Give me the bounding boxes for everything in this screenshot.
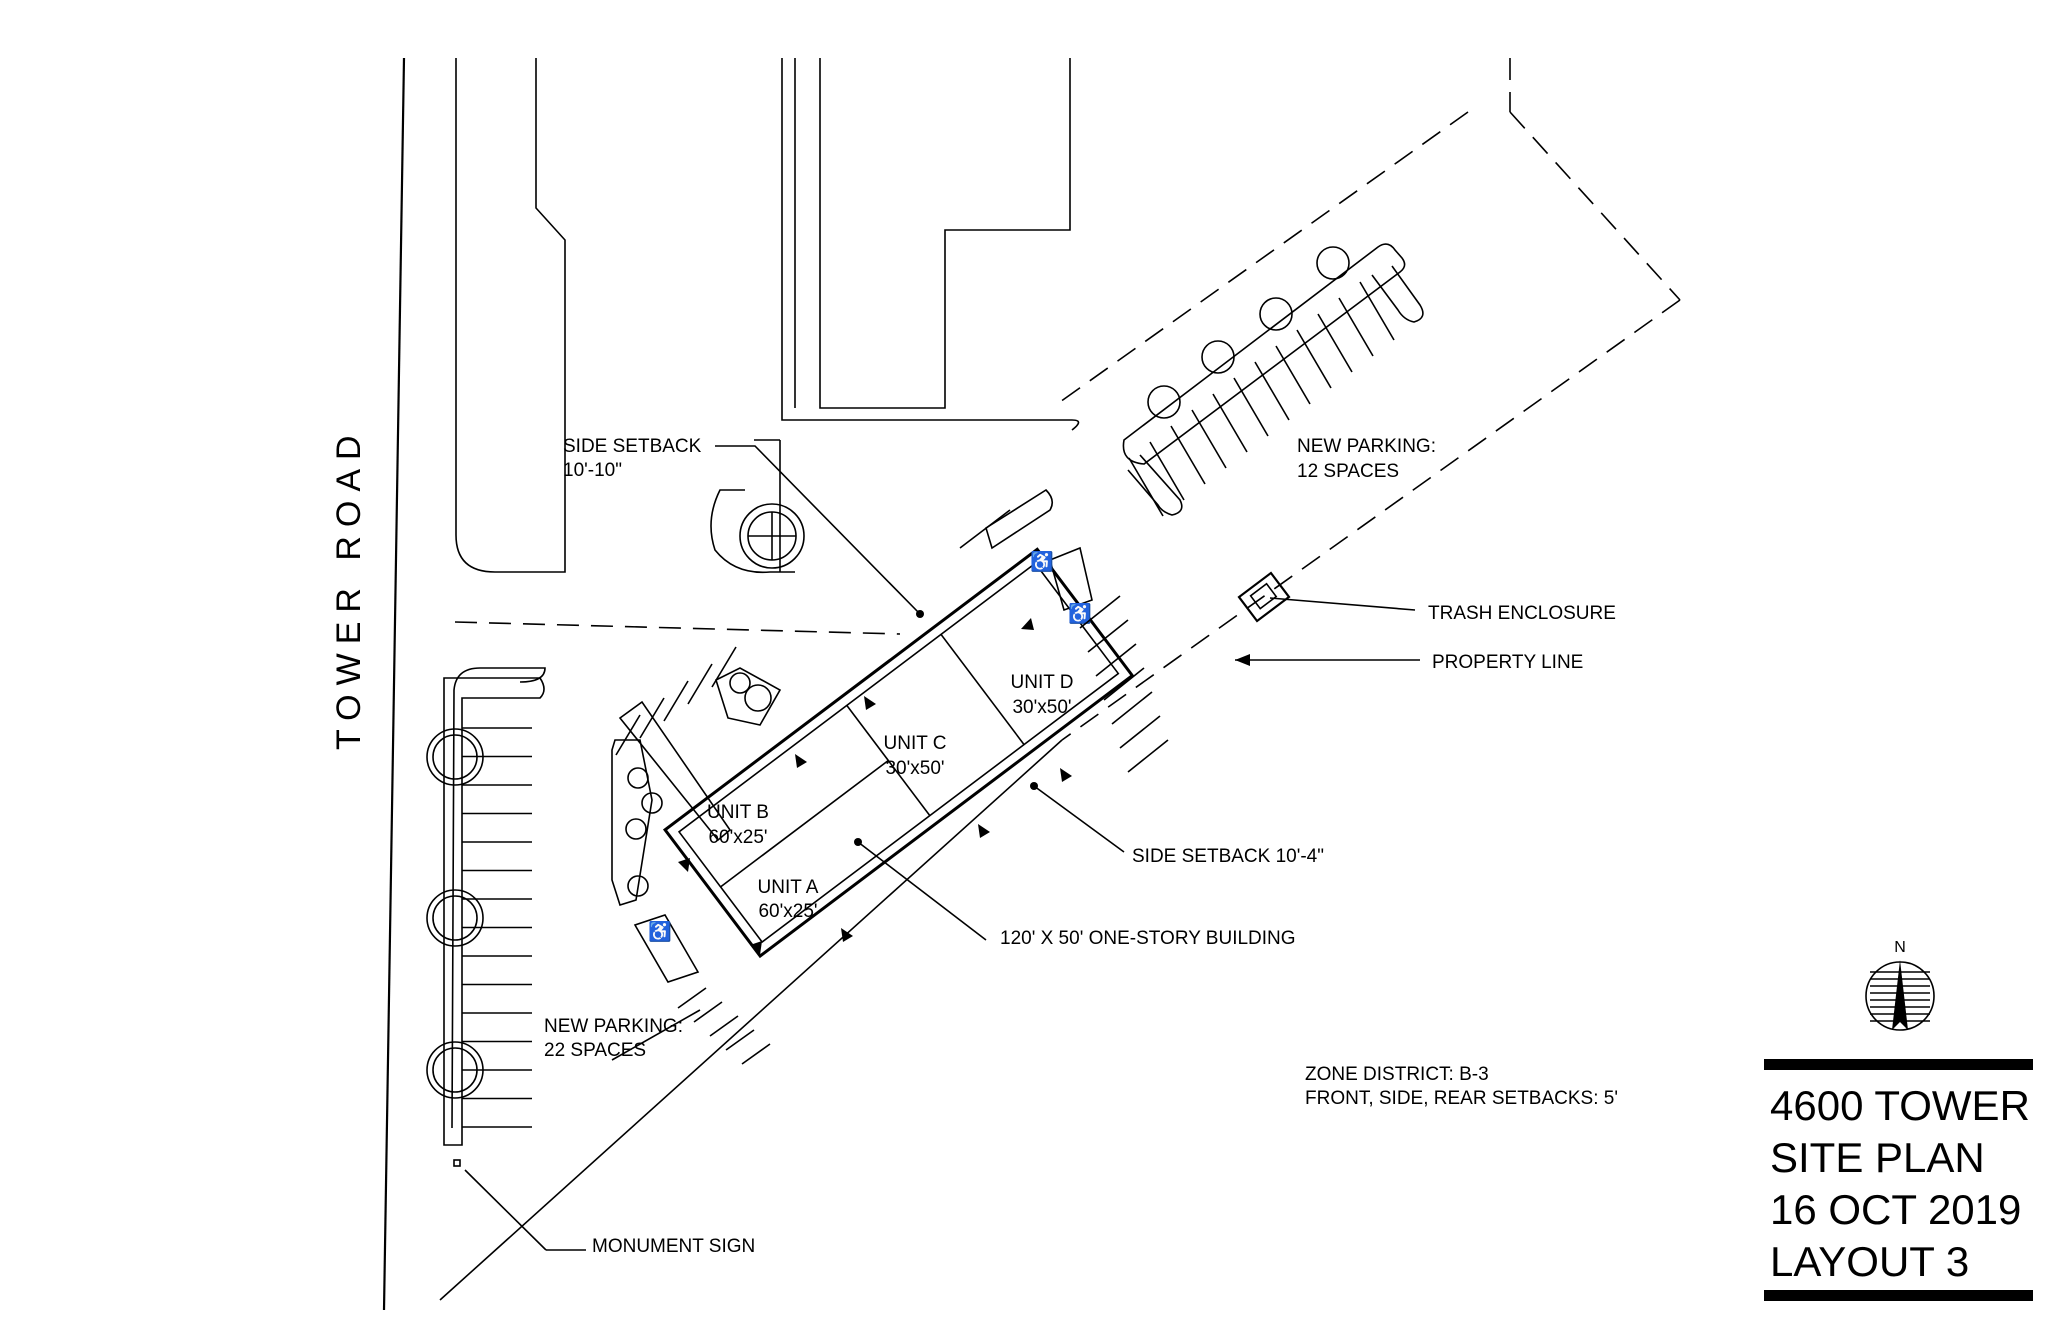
- west-parking-island: [426, 677, 545, 1167]
- parking-stall-line: [1087, 619, 1129, 653]
- property-line-label: PROPERTY LINE: [1432, 652, 1583, 673]
- parking-stall-line: [725, 1029, 755, 1051]
- tree-icon: [729, 672, 751, 694]
- parking-stall-line: [1095, 643, 1137, 677]
- parking-stall-line: [663, 680, 689, 722]
- title-block: 4600 TOWER SITE PLAN 16 OCT 2019 LAYOUT …: [1764, 1059, 2033, 1301]
- parking-stalls-northeast: [1128, 281, 1395, 517]
- parking-stall-line: [1128, 457, 1164, 517]
- parking-stall-line: [1359, 281, 1395, 341]
- tree-icon: [1147, 385, 1181, 419]
- side-setback-right-label: SIDE SETBACK 10'-4": [1132, 846, 1324, 867]
- title-line-1: 4600 TOWER: [1770, 1082, 2030, 1129]
- walkway: [618, 488, 1054, 842]
- parking-stall-line: [639, 697, 665, 739]
- accessible-parking-icon: ♿: [648, 920, 672, 943]
- north-arrow-icon: N: [1865, 939, 1935, 1031]
- trash-enclosure-label: TRASH ENCLOSURE: [1428, 603, 1616, 624]
- unit-d-size: 30'x50': [1012, 697, 1071, 718]
- tree-icon: [1316, 246, 1350, 280]
- tree-icon: [641, 792, 663, 814]
- leader-lines: [464, 445, 1420, 1251]
- parking-stall-line: [709, 1015, 739, 1037]
- parking-stall-line: [1079, 595, 1121, 629]
- accessible-parking-icon: ♿: [1068, 602, 1092, 625]
- parking-stall-line: [1275, 345, 1311, 405]
- tree-icon: [739, 503, 805, 569]
- zone-district-label: ZONE DISTRICT: B-3: [1305, 1064, 1489, 1085]
- parking-stall-line: [1212, 393, 1248, 453]
- setbacks-label: FRONT, SIDE, REAR SETBACKS: 5': [1305, 1088, 1618, 1109]
- parking-stall-line: [1317, 313, 1353, 373]
- tree-icon: [627, 875, 649, 897]
- tree-icon: [625, 818, 647, 840]
- tree-icon: [1259, 297, 1293, 331]
- new-parking-bottom-label: NEW PARKING:: [544, 1016, 683, 1037]
- new-parking-top-count: 12 SPACES: [1297, 461, 1399, 482]
- building-label: 120' X 50' ONE-STORY BUILDING: [1000, 928, 1296, 949]
- parking-stall-line: [1111, 691, 1153, 725]
- accessible-parking-icon: ♿: [1030, 550, 1054, 573]
- monument-sign-marker: [453, 1159, 461, 1167]
- side-setback-left-value: 10'-10": [563, 460, 622, 481]
- north-label: N: [1894, 939, 1906, 956]
- parking-stall-line: [1338, 297, 1374, 357]
- parking-stall-line: [1233, 377, 1269, 437]
- unit-b-name: UNIT B: [707, 802, 769, 823]
- title-line-3: 16 OCT 2019: [1770, 1186, 2021, 1233]
- unit-a-size: 60'x25': [758, 901, 817, 922]
- unit-b-size: 60'x25': [708, 827, 767, 848]
- road-label: TOWER ROAD: [330, 426, 368, 750]
- title-line-2: SITE PLAN: [1770, 1134, 1985, 1181]
- parking-stall-line: [1170, 425, 1206, 485]
- trash-enclosure: [1237, 571, 1291, 623]
- title-line-4: LAYOUT 3: [1770, 1238, 1969, 1285]
- parking-stalls-building: [615, 595, 1169, 1065]
- monument-sign-label: MONUMENT SIGN: [592, 1236, 755, 1257]
- planting-island-west: [611, 667, 782, 907]
- new-parking-bottom-count: 22 SPACES: [544, 1040, 646, 1061]
- northeast-parking-island: [1122, 243, 1424, 517]
- unit-c-name: UNIT C: [884, 733, 947, 754]
- tree-icon: [426, 889, 484, 947]
- parking-stall-line: [687, 663, 713, 705]
- parking-stall-line: [693, 1001, 723, 1023]
- entry-arrows: [678, 618, 1072, 955]
- unit-d-name: UNIT D: [1011, 672, 1074, 693]
- parking-stall-line: [741, 1043, 771, 1065]
- parking-stall-line: [615, 714, 641, 756]
- accessible-parking: ♿ ♿ ♿: [633, 546, 1093, 983]
- tree-icon: [1201, 340, 1235, 374]
- parking-stall-line: [711, 646, 737, 688]
- road-edges: [382, 57, 566, 1311]
- parking-stall-line: [1103, 667, 1145, 701]
- unit-a-name: UNIT A: [758, 877, 819, 898]
- unit-c-size: 30'x50': [885, 758, 944, 779]
- parking-stalls-west: [462, 727, 532, 1128]
- parking-stall-line: [1119, 715, 1161, 749]
- property-lines: [439, 58, 1681, 1301]
- building-footprint: [662, 547, 1135, 959]
- parking-stall-line: [1191, 409, 1227, 469]
- new-parking-top-label: NEW PARKING:: [1297, 436, 1436, 457]
- parking-stall-line: [1296, 329, 1332, 389]
- parking-stall-line: [677, 987, 707, 1009]
- side-setback-left-label: SIDE SETBACK: [563, 436, 702, 457]
- parking-stall-line: [1127, 739, 1169, 773]
- parking-stall-line: [1149, 441, 1185, 501]
- adjacent-lot-outline: [710, 58, 1080, 574]
- tree-icon: [744, 684, 772, 712]
- parking-stall-line: [1254, 361, 1290, 421]
- tree-icon: [627, 767, 649, 789]
